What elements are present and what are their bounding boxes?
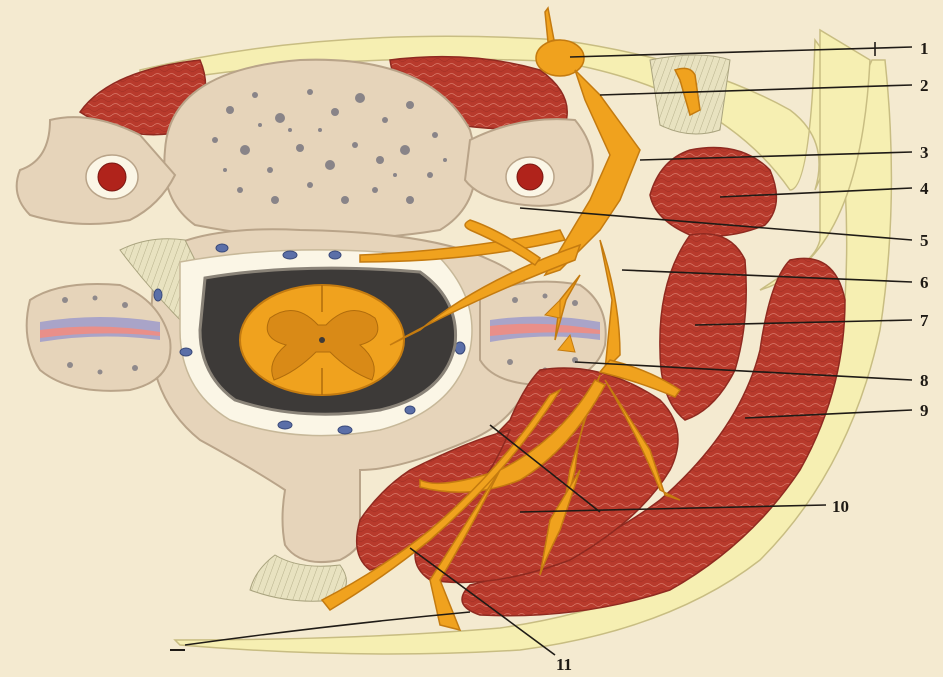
label-4: 4 xyxy=(920,179,929,198)
label-1: 1 xyxy=(920,39,929,58)
left-vertebral-artery xyxy=(98,163,126,191)
label-7: 7 xyxy=(920,311,929,330)
label-8: 8 xyxy=(920,371,929,390)
label-6: 6 xyxy=(920,273,929,292)
label-9: 9 xyxy=(920,401,929,420)
label-10: 10 xyxy=(832,497,849,516)
label-5: 5 xyxy=(920,231,929,250)
ganglion xyxy=(536,40,584,76)
vertebral-body xyxy=(164,60,475,239)
label-2: 2 xyxy=(920,76,929,95)
right-vertebral-artery xyxy=(517,164,543,190)
central-canal xyxy=(319,337,325,343)
label-3: 3 xyxy=(920,143,929,162)
label-11: 11 xyxy=(556,655,572,674)
